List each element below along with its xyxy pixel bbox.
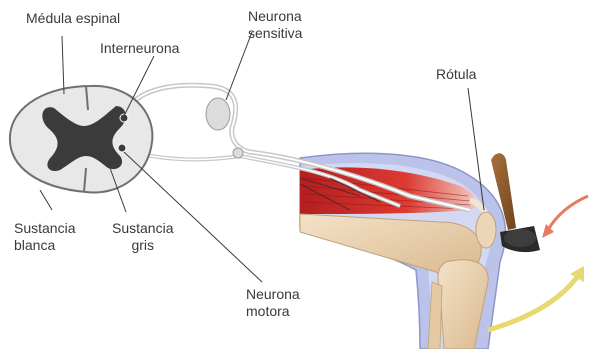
sensory-ganglion xyxy=(206,98,230,130)
label-neurona-sensitiva: Neurona sensitiva xyxy=(248,8,302,42)
patella xyxy=(476,212,496,248)
label-rotula: Rótula xyxy=(436,66,476,83)
label-sustancia-blanca: Sustancia blanca xyxy=(14,220,75,254)
tap-arrow xyxy=(542,196,588,238)
kick-arrow xyxy=(488,266,584,330)
label-medula-espinal: Médula espinal xyxy=(26,10,120,27)
label-neurona-motora: Neurona motora xyxy=(246,286,300,320)
label-interneurona: Interneurona xyxy=(100,40,179,57)
leg xyxy=(300,153,505,349)
label-sustancia-gris: Sustancia gris xyxy=(112,220,173,254)
